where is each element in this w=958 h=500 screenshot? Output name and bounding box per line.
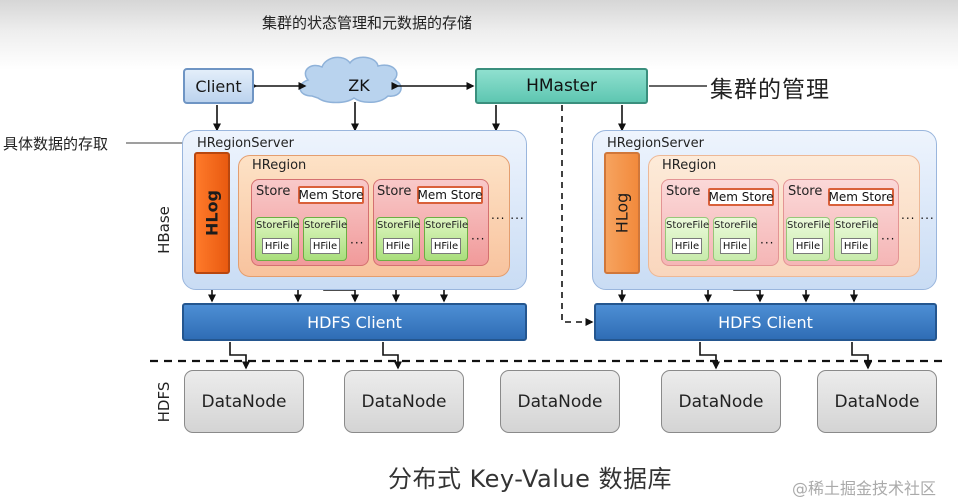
storefile-1a-more: ··· (350, 236, 365, 250)
hfile-2a-2: HFile (720, 238, 750, 254)
hfile-1b-1: HFile (383, 238, 413, 254)
link-hdfs2-dn4 (699, 342, 720, 370)
datanode-1: DataNode (184, 370, 304, 433)
storefile-2a-2: StoreFile HFile (713, 217, 757, 261)
hfile-1b-2: HFile (431, 238, 461, 254)
data-access-note: 具体数据的存取 (3, 135, 109, 153)
storefile-1b-more: ··· (471, 232, 486, 246)
hfile-1a-2: HFile (310, 238, 340, 254)
region-server-1-label: HRegionServer (197, 136, 294, 151)
storefile-1a-1: StoreFile HFile (255, 217, 299, 261)
link-hdfs1-dn2 (382, 342, 402, 370)
hfile-2a-1: HFile (672, 238, 702, 254)
storefile-2b-1: StoreFile HFile (786, 217, 830, 261)
hfile-2b-1: HFile (793, 238, 823, 254)
zk-cloud-shape (299, 56, 402, 104)
hmaster-node: HMaster (475, 68, 648, 104)
store-1b-label: Store (377, 184, 412, 199)
memstore-1b: Mem Store (417, 186, 483, 204)
hbase-label: HBase (155, 206, 173, 254)
datanode-3: DataNode (500, 370, 620, 433)
hlog-2: HLog (604, 152, 640, 274)
storefile-2b-more: ··· (881, 232, 896, 246)
storefile-2b-2: StoreFile HFile (834, 217, 878, 261)
store-1a-label: Store (256, 184, 291, 199)
storefile-2a-1: StoreFile HFile (665, 217, 709, 261)
store-2b-label: Store (788, 184, 823, 199)
storefile-1b-1: StoreFile HFile (376, 217, 420, 261)
watermark: @稀土掘金技术社区 (792, 479, 937, 498)
datanode-2: DataNode (344, 370, 464, 433)
link-hdfs1-dn1 (229, 342, 250, 370)
datanode-4: DataNode (661, 370, 781, 433)
link-hmaster-hdfs2-dashed (561, 105, 594, 326)
store-2a-label: Store (666, 184, 701, 199)
memstore-1a: Mem Store (298, 186, 364, 204)
storefile-1b-2: StoreFile HFile (424, 217, 468, 261)
state-storage-note: 集群的状态管理和元数据的存储 (262, 14, 473, 32)
hlog-1: HLog (194, 152, 230, 274)
storefile-1a-2: StoreFile HFile (303, 217, 347, 261)
hdfs-client-1: HDFS Client (182, 303, 527, 341)
diagram-footer-title: 分布式 Key-Value 数据库 (388, 465, 673, 493)
link-hdfs2-dn5 (851, 342, 872, 370)
hdfs-client-2: HDFS Client (594, 303, 937, 341)
zk-node-label: ZK (348, 75, 370, 95)
top-gradient-band (0, 0, 958, 70)
storefile-2a-more: ··· (760, 236, 775, 250)
client-node: Client (183, 68, 254, 104)
store-2-more: ... ... (901, 208, 935, 222)
memstore-2a: Mem Store (708, 188, 774, 206)
region-server-2-label: HRegionServer (607, 136, 704, 151)
hfile-2b-2: HFile (841, 238, 871, 254)
datanode-5: DataNode (817, 370, 937, 433)
hregion-1-label: HRegion (252, 158, 307, 173)
hfile-1a-1: HFile (262, 238, 292, 254)
memstore-2b: Mem Store (828, 188, 894, 206)
store-1-more: ... ... (491, 208, 525, 222)
hdfs-label: HDFS (155, 381, 173, 423)
hregion-2-label: HRegion (662, 158, 717, 173)
cluster-management-note: 集群的管理 (710, 77, 830, 103)
